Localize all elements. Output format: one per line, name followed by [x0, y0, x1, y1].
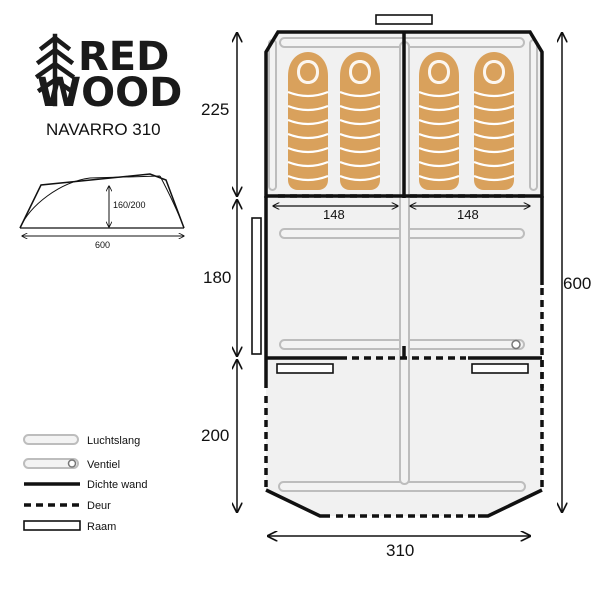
side-view-outline	[19, 173, 185, 229]
legend-dichte-wand-label: Dichte wand	[87, 479, 148, 491]
brand-line-2: WOOD	[37, 70, 182, 116]
side-length-label: 600	[95, 240, 110, 250]
window-left	[276, 363, 334, 374]
legend-deur-label: Deur	[87, 500, 111, 512]
section-2-label: 180	[203, 268, 231, 287]
legend: Luchtslang Ventiel Dichte wand Deur Raam	[23, 434, 148, 533]
window-top	[375, 14, 433, 25]
sleeping-bag-1	[286, 50, 330, 192]
air-tubes	[268, 37, 538, 492]
total-length-label: 600	[563, 274, 591, 293]
legend-luchtslang-swatch	[23, 434, 79, 445]
legend-ventiel-swatch	[23, 458, 79, 469]
legend-ventiel-label: Ventiel	[87, 459, 120, 471]
side-height-label: 160/200	[113, 200, 146, 210]
windows	[251, 14, 529, 374]
legend-raam-label: Raam	[87, 521, 116, 533]
sleeping-bag-2	[338, 50, 382, 192]
sleeping-bag-4	[472, 50, 516, 192]
doors	[264, 194, 544, 518]
width-label: 310	[386, 541, 414, 560]
window-side	[251, 217, 262, 355]
legend-raam-swatch	[23, 520, 81, 531]
section-1-label: 225	[201, 100, 229, 119]
valve-icon	[67, 459, 77, 468]
sleeping-bag-3	[417, 50, 461, 192]
brand-line-1: RED	[78, 34, 169, 80]
bedroom-width-left-label: 148	[323, 207, 345, 222]
legend-luchtslang-label: Luchtslang	[87, 435, 140, 447]
valve-icon	[511, 339, 521, 350]
tree-icon	[34, 33, 76, 107]
model-name: NAVARRO 310	[46, 120, 161, 139]
redwood-logo: RED WOOD	[34, 33, 182, 116]
side-view: 160/200 600	[19, 173, 185, 250]
section-3-label: 200	[201, 426, 229, 445]
bedroom-width-right-label: 148	[457, 207, 479, 222]
window-right	[471, 363, 529, 374]
